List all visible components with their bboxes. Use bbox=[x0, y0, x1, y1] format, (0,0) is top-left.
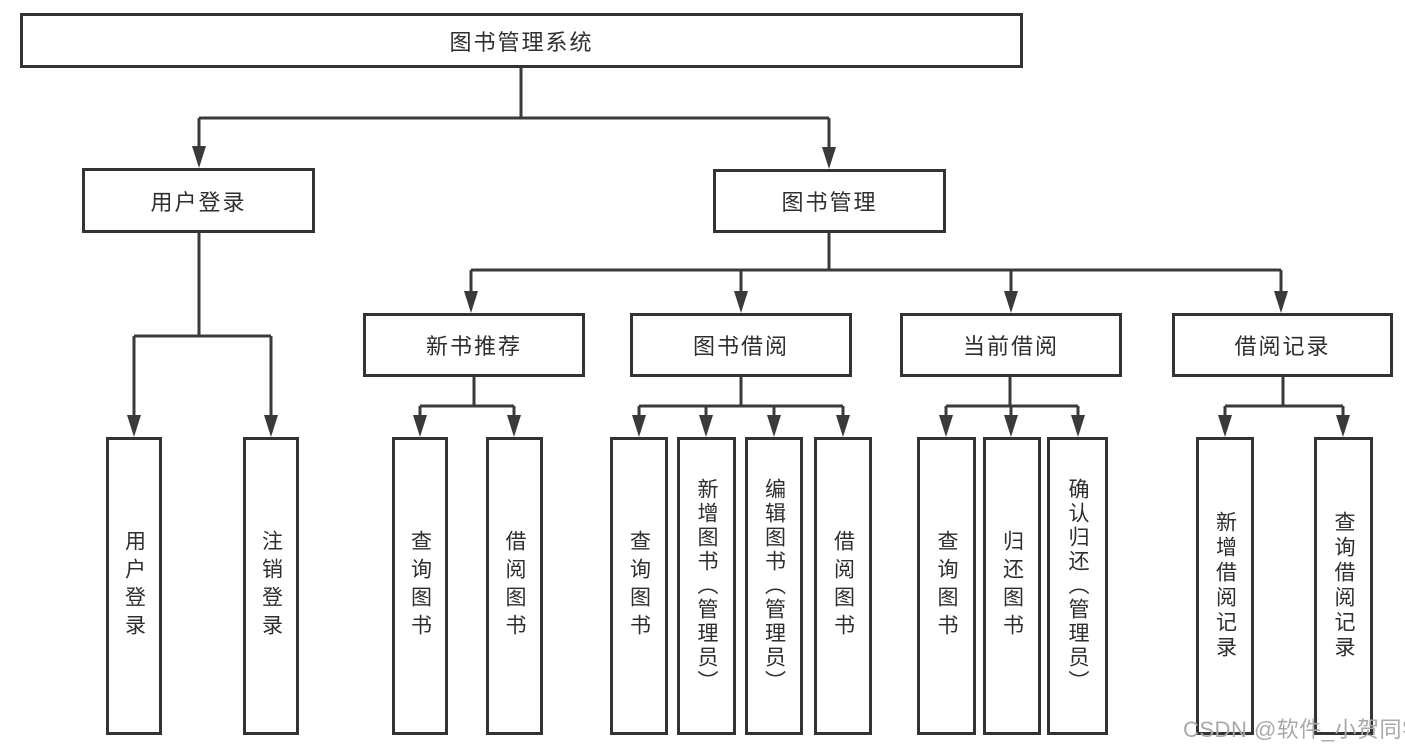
node-book-management: 图书管理 bbox=[713, 169, 946, 233]
leaf-borrow-books-recommend: 借阅图书 bbox=[486, 437, 543, 735]
node-new-book-recommend: 新书推荐 bbox=[363, 313, 585, 377]
node-current-borrow: 当前借阅 bbox=[900, 313, 1122, 377]
leaf-return-books: 归还图书 bbox=[983, 437, 1041, 735]
leaf-confirm-return-admin: 确认归还（管理员） bbox=[1047, 437, 1108, 735]
node-user-login: 用户登录 bbox=[82, 168, 315, 233]
leaf-logout: 注销登录 bbox=[243, 437, 299, 735]
leaf-query-borrow-record: 查询借阅记录 bbox=[1314, 437, 1373, 735]
leaf-query-books-borrow: 查询图书 bbox=[610, 437, 668, 735]
node-book-borrow: 图书借阅 bbox=[630, 313, 852, 377]
leaf-query-books-current: 查询图书 bbox=[917, 437, 976, 735]
leaf-query-books-recommend: 查询图书 bbox=[392, 437, 448, 735]
node-root-library-system: 图书管理系统 bbox=[20, 13, 1023, 68]
leaf-user-login: 用户登录 bbox=[106, 437, 162, 735]
leaf-add-books-admin: 新增图书（管理员） bbox=[677, 437, 736, 735]
leaf-add-borrow-record: 新增借阅记录 bbox=[1196, 437, 1254, 735]
arrowheads bbox=[127, 146, 1350, 437]
csdn-watermark: CSDN @软件_小贺同学 bbox=[1183, 717, 1405, 742]
leaf-edit-books-admin: 编辑图书（管理员） bbox=[745, 437, 803, 735]
leaf-borrow-books: 借阅图书 bbox=[814, 437, 872, 735]
node-borrow-record: 借阅记录 bbox=[1172, 313, 1393, 377]
